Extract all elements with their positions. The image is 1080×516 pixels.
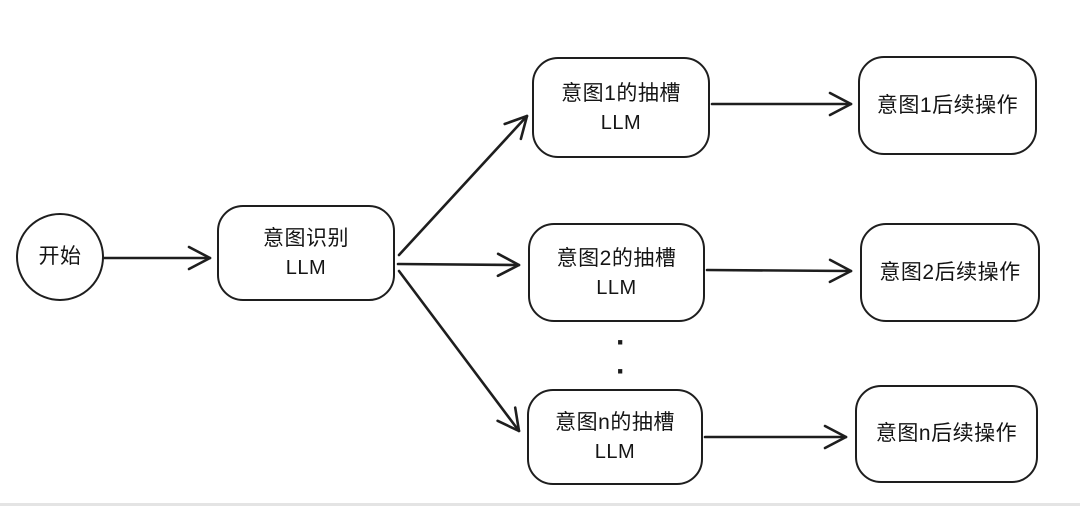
node-slot-llm-n-title: 意图n的抽槽 — [555, 411, 675, 434]
node-slot-llm-2-title: 意图2的抽槽 — [556, 246, 677, 270]
node-followup-1-label: 意图1后续操作 — [876, 93, 1019, 117]
node-followup-1: 意图1后续操作 — [858, 56, 1037, 155]
vertical-ellipsis: · · — [607, 326, 635, 388]
node-intent-recognition-title: 意图识别 — [263, 227, 349, 250]
node-slot-llm-n-subtitle: LLM — [594, 441, 636, 463]
node-slot-llm-1: 意图1的抽槽 LLM — [532, 57, 710, 158]
node-slot-llm-1-title: 意图1的抽槽 — [561, 81, 681, 105]
node-followup-n-label: 意图n后续操作 — [875, 422, 1018, 445]
node-followup-n: 意图n后续操作 — [855, 385, 1038, 483]
node-slot-llm-1-subtitle: LLM — [600, 111, 642, 134]
node-start-label: 开始 — [38, 245, 82, 268]
node-slot-llm-2: 意图2的抽槽 LLM — [528, 223, 705, 322]
node-intent-recognition: 意图识别 LLM — [217, 205, 395, 301]
node-followup-2-label: 意图2后续操作 — [879, 260, 1021, 284]
node-intent-recognition-subtitle: LLM — [285, 257, 327, 279]
page-bottom-edge — [0, 503, 1080, 506]
arrow-intent-to-slot1 — [397, 114, 529, 257]
node-slot-llm-n: 意图n的抽槽 LLM — [527, 389, 703, 485]
arrow-slot2-to-followup2 — [705, 258, 853, 284]
arrow-intent-to-slot2 — [396, 252, 521, 278]
node-followup-2: 意图2后续操作 — [860, 223, 1040, 322]
node-start: 开始 — [16, 213, 104, 301]
ellipsis-dot: · — [616, 355, 626, 388]
ellipsis-dot: · — [616, 326, 626, 359]
arrow-intent-to-slotn — [397, 269, 521, 433]
node-slot-llm-2-subtitle: LLM — [596, 276, 637, 299]
